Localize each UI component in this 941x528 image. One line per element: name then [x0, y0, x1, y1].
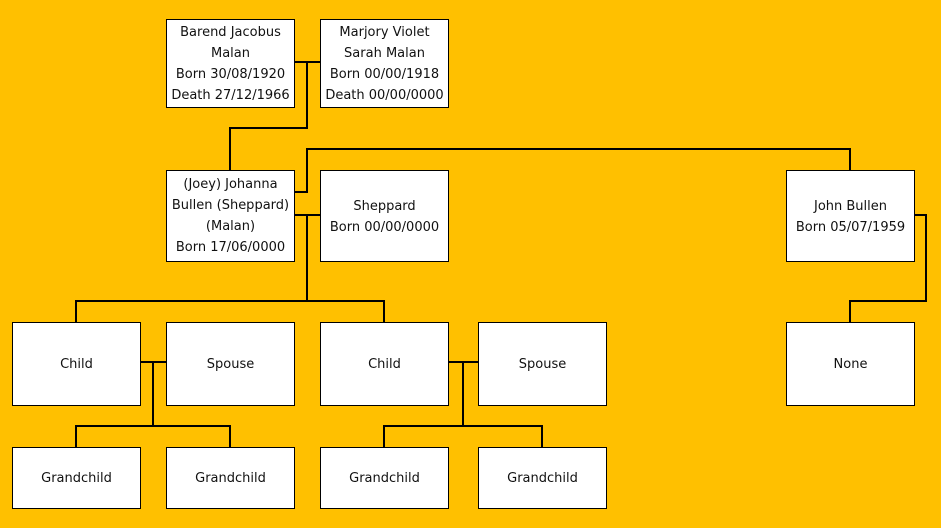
- name-line: John Bullen: [813, 199, 888, 214]
- person-box-spouse[interactable]: Spouse: [166, 322, 295, 406]
- name-line: None: [833, 356, 868, 372]
- name-line: Sarah Malan: [344, 45, 425, 61]
- name-line: Grandchild: [195, 470, 266, 486]
- person-box-john-bullen[interactable]: John Bullen Born 05/07/1959: [786, 170, 915, 262]
- name-line: Malan: [211, 45, 250, 61]
- born-date: Born 00/00/1918: [329, 66, 440, 82]
- name-line: Child: [60, 356, 93, 372]
- name-line: Bullen (Sheppard): [171, 198, 290, 213]
- person-box-joey-johanna[interactable]: (Joey) Johanna Bullen (Sheppard) (Malan)…: [166, 170, 295, 262]
- name-line: Spouse: [518, 356, 567, 372]
- name-line: Grandchild: [507, 470, 578, 486]
- death-date: Death 00/00/0000: [325, 87, 444, 103]
- person-box-grandchild[interactable]: Grandchild: [320, 447, 449, 509]
- person-box-child[interactable]: Child: [12, 322, 141, 406]
- person-box-barend-malan[interactable]: Barend Jacobus Malan Born 30/08/1920 Dea…: [166, 19, 295, 108]
- name-line: Child: [368, 356, 401, 372]
- death-date: Death 27/12/1966: [171, 87, 290, 103]
- name-line: Grandchild: [349, 470, 420, 486]
- person-box-sheppard[interactable]: Sheppard Born 00/00/0000: [320, 170, 449, 262]
- person-box-grandchild[interactable]: Grandchild: [478, 447, 607, 509]
- born-date: Born 05/07/1959: [795, 220, 906, 235]
- name-line: Marjory Violet: [339, 24, 430, 40]
- born-date: Born 30/08/1920: [175, 66, 286, 82]
- person-box-spouse[interactable]: Spouse: [478, 322, 607, 406]
- person-box-child[interactable]: Child: [320, 322, 449, 406]
- name-line: (Malan): [205, 219, 256, 234]
- name-line: Grandchild: [41, 470, 112, 486]
- name-line: Spouse: [206, 356, 255, 372]
- name-line: Sheppard: [353, 199, 416, 214]
- person-box-grandchild[interactable]: Grandchild: [12, 447, 141, 509]
- born-date: Born 17/06/0000: [175, 240, 286, 255]
- born-date: Born 00/00/0000: [329, 220, 440, 235]
- person-box-none[interactable]: None: [786, 322, 915, 406]
- name-line: (Joey) Johanna: [183, 177, 278, 192]
- name-line: Barend Jacobus: [180, 24, 281, 40]
- person-box-grandchild[interactable]: Grandchild: [166, 447, 295, 509]
- person-box-marjory-malan[interactable]: Marjory Violet Sarah Malan Born 00/00/19…: [320, 19, 449, 108]
